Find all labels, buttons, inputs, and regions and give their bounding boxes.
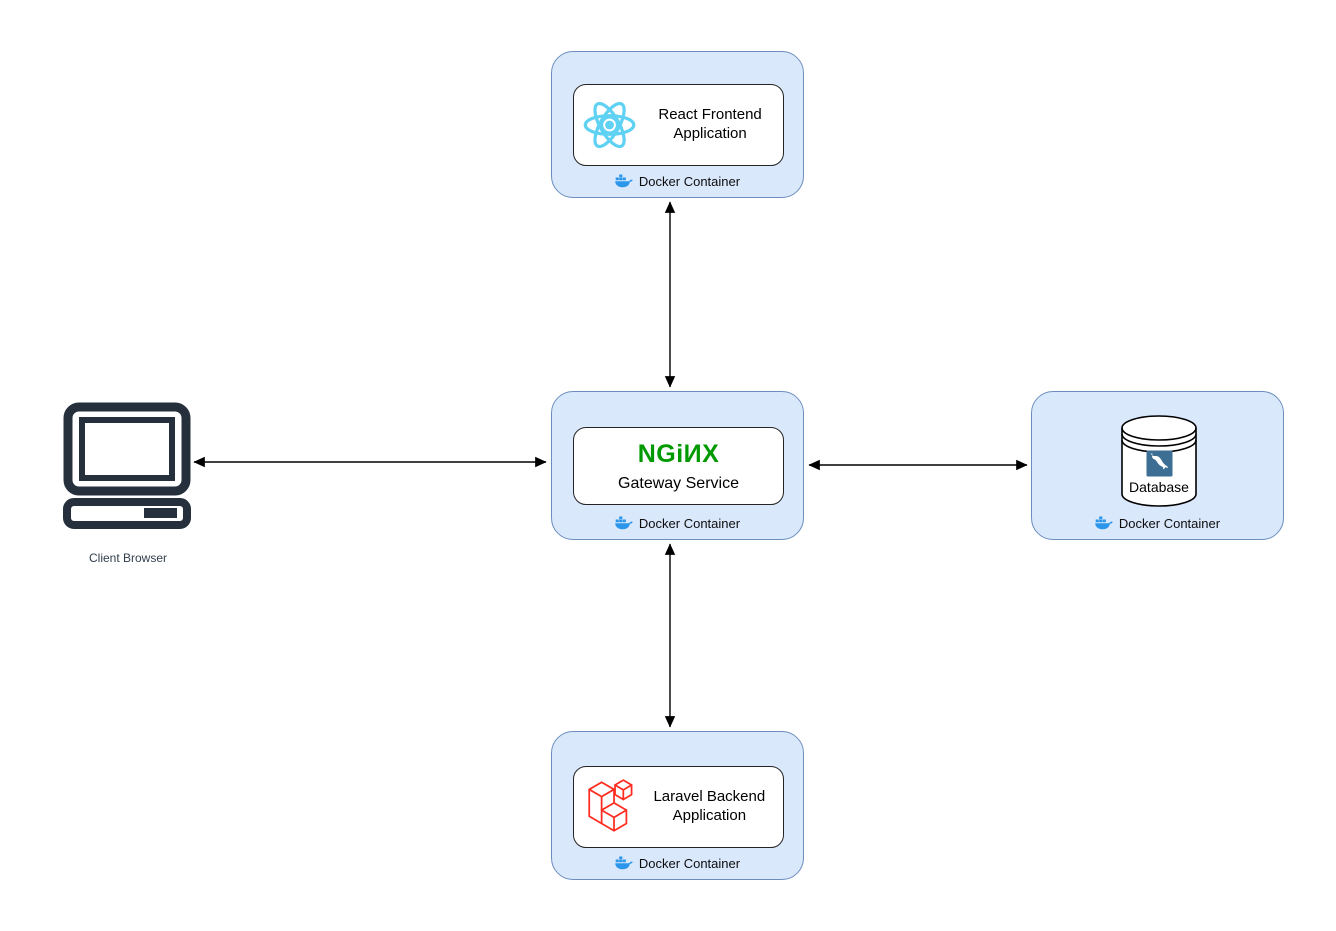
mysql-dolphin-icon [1146,450,1172,477]
docker-whale-icon [615,174,633,188]
node-backend-docker-container: Laravel Backend Application Docker Conta… [551,731,804,880]
backend-docker-badge-label: Docker Container [638,855,741,871]
backend-title: Laravel Backend Application [653,788,766,824]
backend-docker-badge: Docker Container [552,853,803,873]
node-gateway-docker-container: NGiИX Gateway Service Docker Container [551,391,804,540]
node-database-docker-container: Database Docker Container [1031,391,1284,540]
desktop-computer-icon [63,402,191,529]
gateway-docker-badge: Docker Container [552,513,803,533]
database-title: Database [1129,479,1189,495]
docker-whale-icon [615,516,633,530]
frontend-app-box: React Frontend Application [573,84,784,166]
laravel-logomark-icon [588,779,633,832]
database-content: Database [1120,450,1198,495]
react-atom-icon [583,101,636,149]
database-docker-badge-label: Docker Container [1118,515,1221,531]
backend-app-box: Laravel Backend Application [573,766,784,848]
docker-whale-icon [1095,516,1113,530]
frontend-title: React Frontend Application [658,106,762,142]
node-frontend-docker-container: React Frontend Application Docker Contai… [551,51,804,198]
nginx-wordmark: NGiИX [637,439,720,468]
frontend-docker-badge: Docker Container [552,171,803,191]
gateway-app-box: NGiИX Gateway Service [573,427,784,505]
client-browser-label: Client Browser [88,551,168,565]
frontend-docker-badge-label: Docker Container [638,173,741,189]
docker-whale-icon [615,856,633,870]
gateway-docker-badge-label: Docker Container [638,515,741,531]
database-docker-badge: Docker Container [1032,513,1283,533]
gateway-title: Gateway Service [618,474,739,492]
